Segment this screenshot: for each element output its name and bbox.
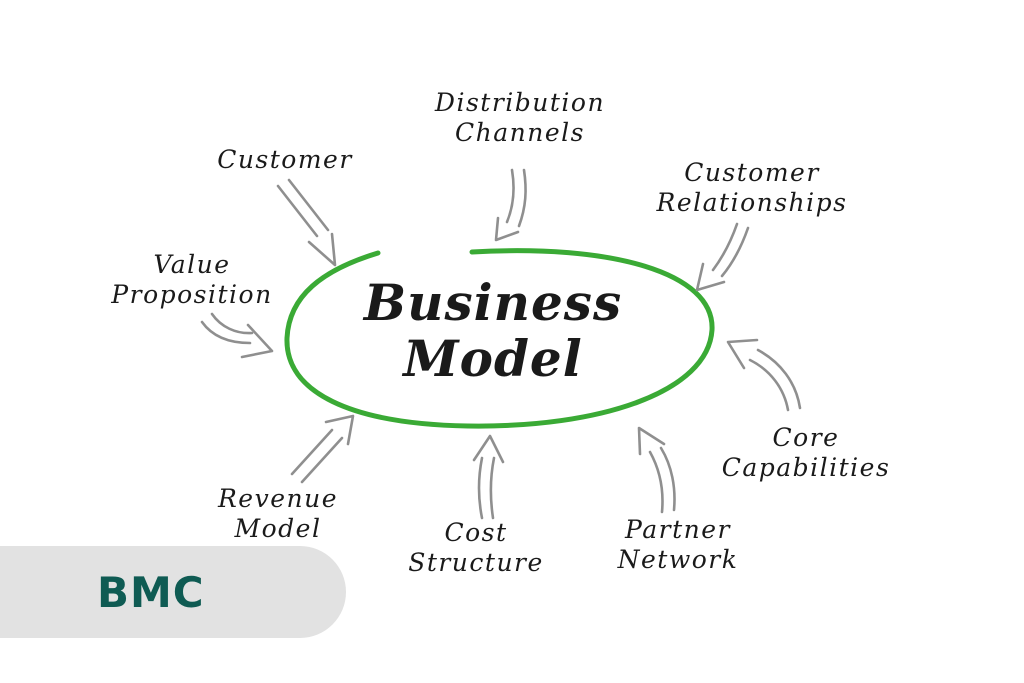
- label-partner-network: Partner Network: [617, 515, 739, 574]
- center-label: Business Model: [364, 275, 622, 387]
- business-model-ellipse: [284, 248, 715, 429]
- arrow-cost-structure: [472, 434, 505, 520]
- label-customer-relationships: Customer Relationships: [656, 158, 848, 217]
- label-revenue-model: Revenue Model: [217, 484, 339, 543]
- arrow-revenue-model: [290, 414, 355, 484]
- label-cost-structure: Cost Structure: [408, 518, 544, 577]
- arrow-customer-relationships: [695, 222, 750, 292]
- arrow-partner-network: [637, 426, 676, 514]
- arrow-distribution-channels: [494, 168, 527, 242]
- arrow-value-proposition: [200, 312, 274, 359]
- label-distribution-channels: Distribution Channels: [434, 88, 606, 147]
- arrow-core-capabilities: [726, 338, 802, 412]
- label-value-proposition: Value Proposition: [111, 250, 273, 309]
- bmc-badge-text: BMC: [97, 568, 205, 617]
- bmc-badge: BMC: [0, 546, 346, 638]
- label-core-capabilities: Core Capabilities: [721, 423, 891, 482]
- center-line-1: Business: [363, 273, 623, 332]
- center-line-2: Model: [403, 329, 583, 388]
- label-customer: Customer: [217, 145, 353, 174]
- arrow-customer: [276, 178, 337, 267]
